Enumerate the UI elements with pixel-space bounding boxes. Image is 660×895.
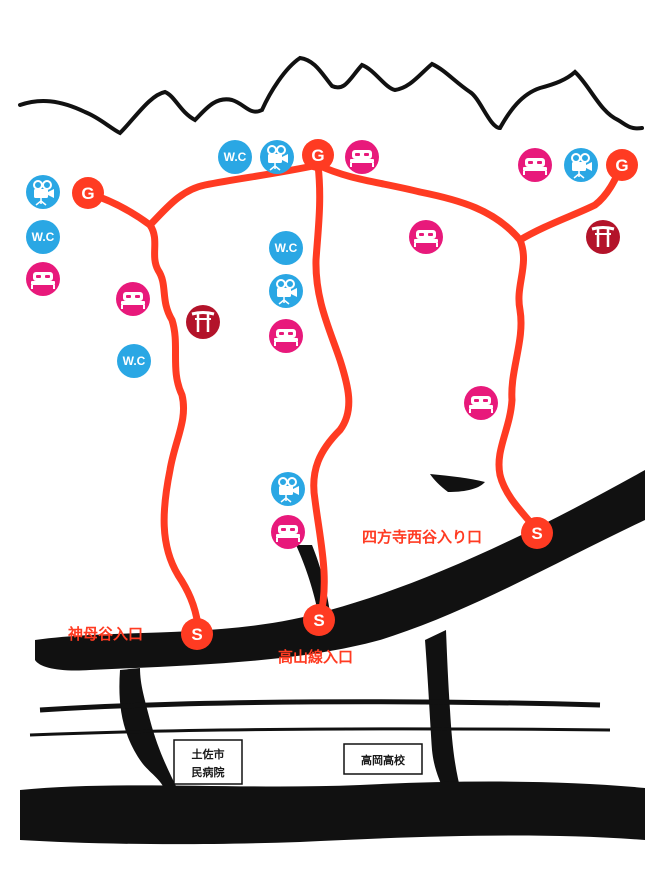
mountain-ridge [18,55,644,136]
camera-icon[interactable] [25,174,61,210]
svg-text:S: S [531,524,542,543]
camera-icon[interactable] [259,139,295,175]
shrine-icon[interactable] [584,218,622,256]
lodge-icon[interactable] [518,148,552,182]
main-road [35,470,645,671]
camera-icon[interactable] [270,471,306,507]
start-marker[interactable]: S [303,604,335,636]
start-marker[interactable]: S [521,517,553,549]
lodge-icon[interactable] [269,319,303,353]
label-kamomotani: 神母谷入口 [68,625,143,643]
svg-text:G: G [81,184,94,203]
lodge-icon[interactable] [345,140,379,174]
lodge-icon[interactable] [464,386,498,420]
svg-text:W.C: W.C [224,150,247,164]
goal-marker[interactable]: G [606,149,638,181]
wc-icon[interactable]: W.C [269,231,303,265]
camera-icon[interactable] [268,273,304,309]
lodge-icon[interactable] [26,262,60,296]
school-label: 高岡高校 [361,753,406,767]
lodge-icon[interactable] [271,515,305,549]
goal-marker[interactable]: G [72,177,104,209]
svg-text:W.C: W.C [123,354,146,368]
thin-road-1 [39,699,601,713]
side-road-right [425,630,462,795]
side-road-left [119,668,178,790]
thin-road-2 [29,727,611,737]
camera-icon[interactable] [563,147,599,183]
svg-text:G: G [615,156,628,175]
svg-text:W.C: W.C [275,241,298,255]
branch-road-upper-right [430,474,485,492]
label-shihoji: 四方寺西谷入り口 [362,528,482,546]
svg-text:民病院: 民病院 [192,765,225,779]
lodge-icon[interactable] [116,282,150,316]
bottom-river [20,781,645,845]
school-box: 高岡高校 [343,743,423,775]
shrine-icon[interactable] [184,303,222,341]
wc-icon[interactable]: W.C [218,140,252,174]
goal-marker[interactable]: G [302,139,334,171]
svg-text:土佐市: 土佐市 [192,747,225,761]
wc-icon[interactable]: W.C [26,220,60,254]
lodge-icon[interactable] [409,220,443,254]
svg-text:W.C: W.C [32,230,55,244]
hospital-box: 土佐市 民病院 [173,739,243,785]
label-takayamasen: 高山線入口 [278,648,353,666]
svg-text:G: G [311,146,324,165]
start-marker[interactable]: S [181,618,213,650]
wc-icon[interactable]: W.C [117,344,151,378]
svg-text:S: S [191,625,202,644]
svg-text:S: S [313,611,324,630]
